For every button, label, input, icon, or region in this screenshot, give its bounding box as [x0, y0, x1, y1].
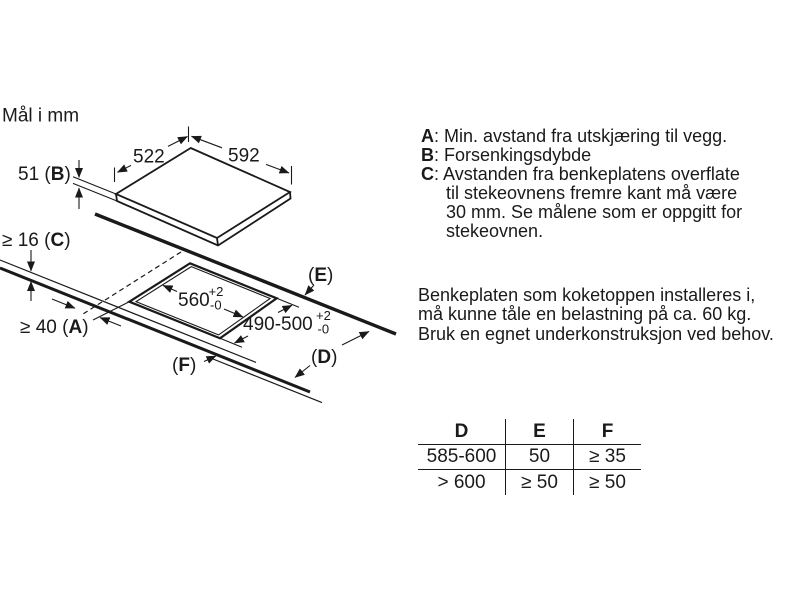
dim-522-value: 522 — [133, 147, 165, 168]
label-d-text: (D) — [311, 347, 337, 368]
legend-text: 30 mm. Se målene som er oppgitt for — [446, 202, 743, 222]
legend-text: Forsenkingsdybde — [444, 145, 592, 165]
dim-b-label: 51 (B) — [18, 164, 71, 185]
dim-490-value: 490-500 — [243, 314, 313, 335]
extension-ticks — [113, 126, 293, 185]
legend-separator: : — [434, 126, 440, 146]
legend-separator: : — [434, 145, 440, 165]
dimension-16-c: ≥ 16 (C) — [2, 230, 71, 301]
note-line: Benkeplaten som koketoppen installeres i… — [418, 285, 756, 305]
dimension-490-500: 490-500 +2 -0 — [234, 304, 331, 344]
legend-text: til stekeovnens fremre kant må være — [446, 183, 738, 203]
legend-letter: B — [421, 145, 434, 165]
dim-c-label: ≥ 16 (C) — [2, 230, 71, 251]
dimension-560: 560 +2 -0 — [162, 284, 244, 318]
dim-592-value: 592 — [228, 146, 260, 167]
projection-dashed-line — [82, 251, 182, 315]
dim-560-tol-plus: +2 — [209, 284, 224, 299]
table-header-e: E — [505, 419, 573, 445]
dimension-592: 592 — [191, 135, 290, 174]
table-cell: ≥ 35 — [573, 445, 641, 470]
legend-separator: : — [434, 164, 440, 184]
installation-diagram: Mål i mm 522 — [0, 106, 397, 404]
label-e: (E) — [304, 265, 333, 296]
diagram-title: Mål i mm — [2, 106, 79, 127]
label-e-text: (E) — [308, 265, 333, 286]
dimension-40-a: ≥ 40 (A) — [20, 298, 122, 338]
label-d: (D) — [294, 331, 370, 378]
worktop-back-edge-line — [94, 212, 397, 336]
worktop-front-edge-lines — [0, 259, 323, 404]
dim-a-label: ≥ 40 (A) — [20, 317, 89, 338]
legend-item-b: B: Forsenkingsdybde — [421, 146, 742, 165]
dimension-51-b: 51 (B) — [18, 160, 118, 209]
table-header-f: F — [573, 419, 641, 445]
note-line: må kunne tåle en belastning på ca. 60 kg… — [418, 304, 752, 325]
table-cell: > 600 — [437, 471, 486, 493]
legend-letter: A — [421, 126, 434, 146]
cooktop-panel — [114, 146, 292, 247]
dim-560-value: 560 — [178, 290, 210, 311]
table-cell: ≥ 50 — [505, 470, 573, 495]
load-note: Benkeplaten som koketoppen installeres i… — [418, 285, 774, 344]
legend-text: Min. avstand fra utskjæring til vegg. — [444, 126, 728, 146]
def-spec-table: D E F 585-600 50 ≥ 35 > 600 ≥ 50 ≥ 50 — [418, 419, 641, 495]
table-cell: 50 — [505, 445, 573, 470]
dim-560-tol-minus: -0 — [210, 298, 222, 313]
table-cell: 585-600 — [418, 445, 505, 470]
dim-490-tol-plus: +2 — [316, 308, 331, 323]
cutout-outline — [92, 262, 300, 348]
legend: A: Min. avstand fra utskjæring til vegg.… — [421, 127, 742, 241]
legend-text: Avstanden fra benkeplatens overflate — [443, 164, 740, 184]
dimension-522: 522 — [117, 136, 188, 173]
legend-item-a: A: Min. avstand fra utskjæring til vegg. — [421, 127, 742, 146]
legend-item-c: C: Avstanden fra benkeplatens overflate … — [421, 165, 742, 241]
dim-490-tol-minus: -0 — [318, 322, 330, 337]
legend-letter: C — [421, 164, 434, 184]
label-f-text: (F) — [172, 355, 196, 376]
table-header-d: D — [418, 419, 505, 445]
table-cell: ≥ 50 — [573, 470, 641, 495]
note-line: Bruk en egnet underkonstruksjon ved beho… — [418, 323, 774, 344]
legend-text: stekeovnen. — [446, 221, 544, 241]
label-f: (F) — [172, 355, 217, 376]
